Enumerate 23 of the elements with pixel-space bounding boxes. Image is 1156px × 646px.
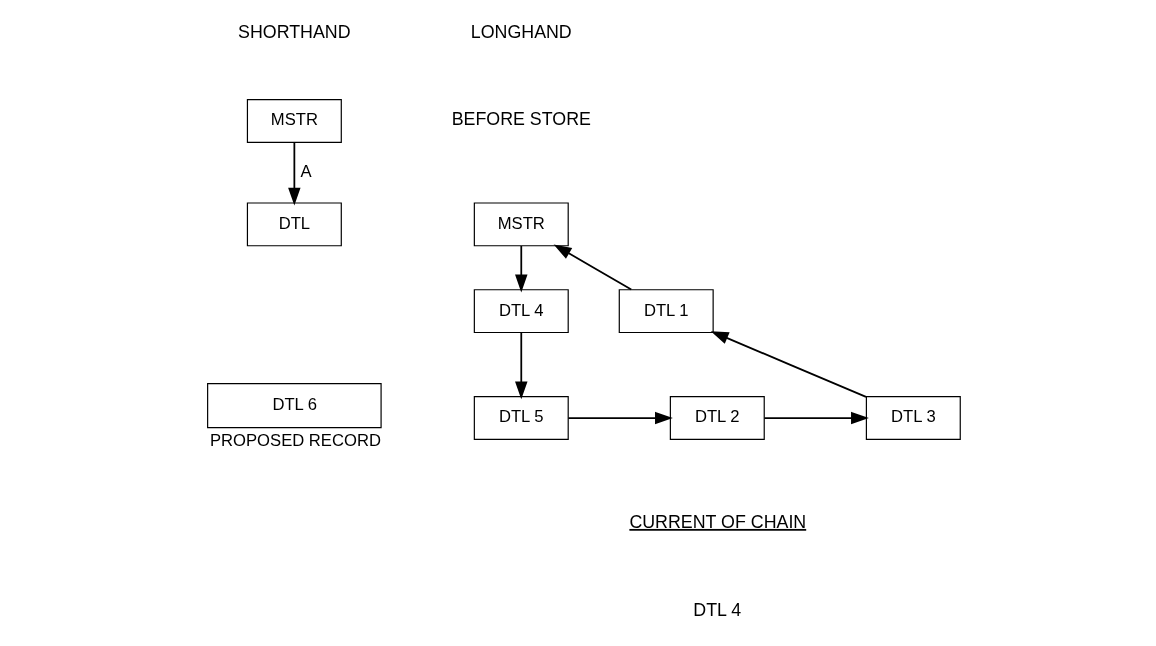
label: DTL 4 xyxy=(693,599,742,620)
label: BEFORE STORE xyxy=(451,109,591,130)
node-box: DTL 3 xyxy=(865,396,961,441)
arrow xyxy=(567,411,673,425)
node-box: MSTR xyxy=(473,202,569,247)
node-label: PROPOSED RECORD xyxy=(210,430,381,450)
node-box: DTL 1 xyxy=(618,289,714,334)
arrow xyxy=(515,332,528,400)
arrow xyxy=(710,331,867,398)
node-box: DTL xyxy=(246,202,342,247)
arrow xyxy=(553,244,633,291)
node-box: DTL 4 xyxy=(473,289,569,334)
node-box: DTL 5 xyxy=(473,396,569,441)
node-box: DTL 2 xyxy=(669,396,765,441)
node-box: DTL 6 xyxy=(207,383,382,429)
arrow xyxy=(515,245,528,293)
label: LONGHAND xyxy=(470,22,572,43)
arrow xyxy=(288,141,301,206)
arrow xyxy=(763,411,869,425)
label: CURRENT OF CHAIN xyxy=(629,511,807,532)
node-box: MSTR xyxy=(246,99,342,143)
label: SHORTHAND xyxy=(238,22,351,43)
edge-label: A xyxy=(300,162,312,182)
